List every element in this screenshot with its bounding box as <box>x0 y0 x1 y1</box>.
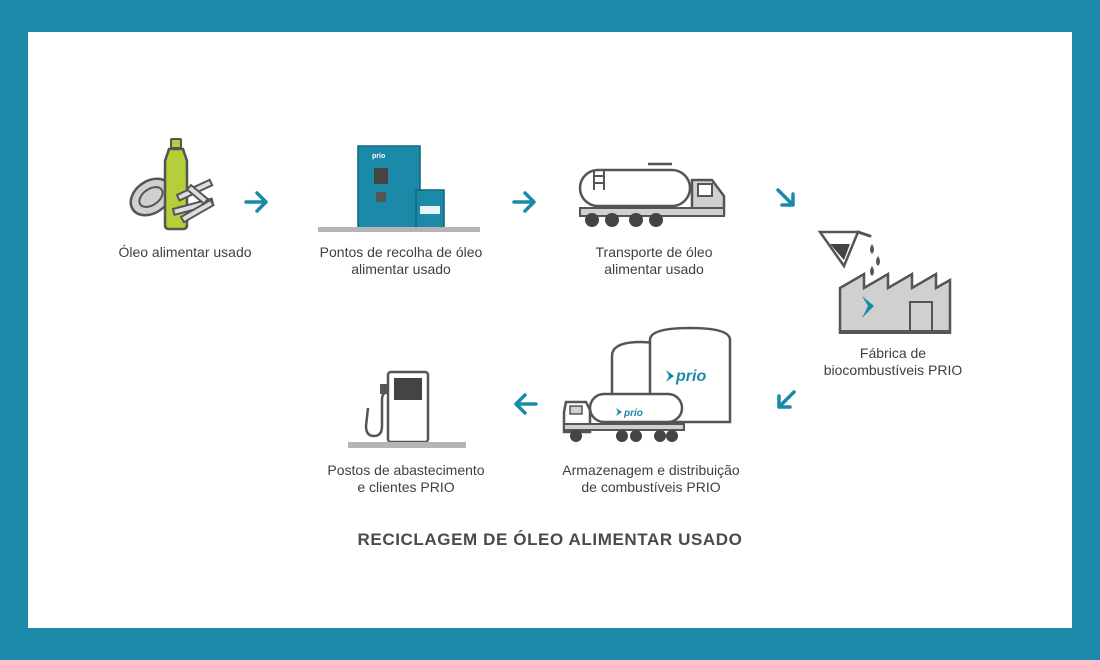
arrow-down-left-icon <box>777 390 796 409</box>
storage-distribution-icon: prio prio <box>562 326 732 442</box>
pouring-pan-icon <box>818 230 872 269</box>
step-label-1: Óleo alimentar usado <box>118 244 252 260</box>
delivery-truck-icon: prio <box>562 392 685 442</box>
step-label-3: Transporte de óleo alimentar usado <box>595 244 713 277</box>
arrow-down-right-icon <box>776 188 795 207</box>
step-label-5: Armazenagem e distribuição de combustíve… <box>562 462 740 495</box>
step-label-2: Pontos de recolha de óleo alimentar usad… <box>319 244 483 277</box>
arrow-left-icon <box>514 393 538 415</box>
diagram-title: RECICLAGEM DE ÓLEO ALIMENTAR USADO <box>357 530 743 549</box>
fries-icon <box>171 178 215 224</box>
tanker-truck-icon <box>578 162 726 227</box>
factory-icon <box>818 230 952 334</box>
collection-brand-text: prio <box>372 153 385 160</box>
arrow-right-icon <box>512 191 536 213</box>
oil-drops-icon <box>870 244 880 276</box>
fuel-pump-icon <box>348 370 466 448</box>
step-label-4: Fábrica de biocombustíveis PRIO <box>823 345 963 378</box>
tank-brand-text: prio <box>675 368 706 385</box>
arrow-right-icon <box>244 191 268 213</box>
collection-point-icon: prio <box>318 145 480 232</box>
used-oil-icon <box>129 138 215 231</box>
step-label-6: Postos de abastecimento e clientes PRIO <box>327 462 485 495</box>
truck-brand-text: prio <box>623 408 643 419</box>
